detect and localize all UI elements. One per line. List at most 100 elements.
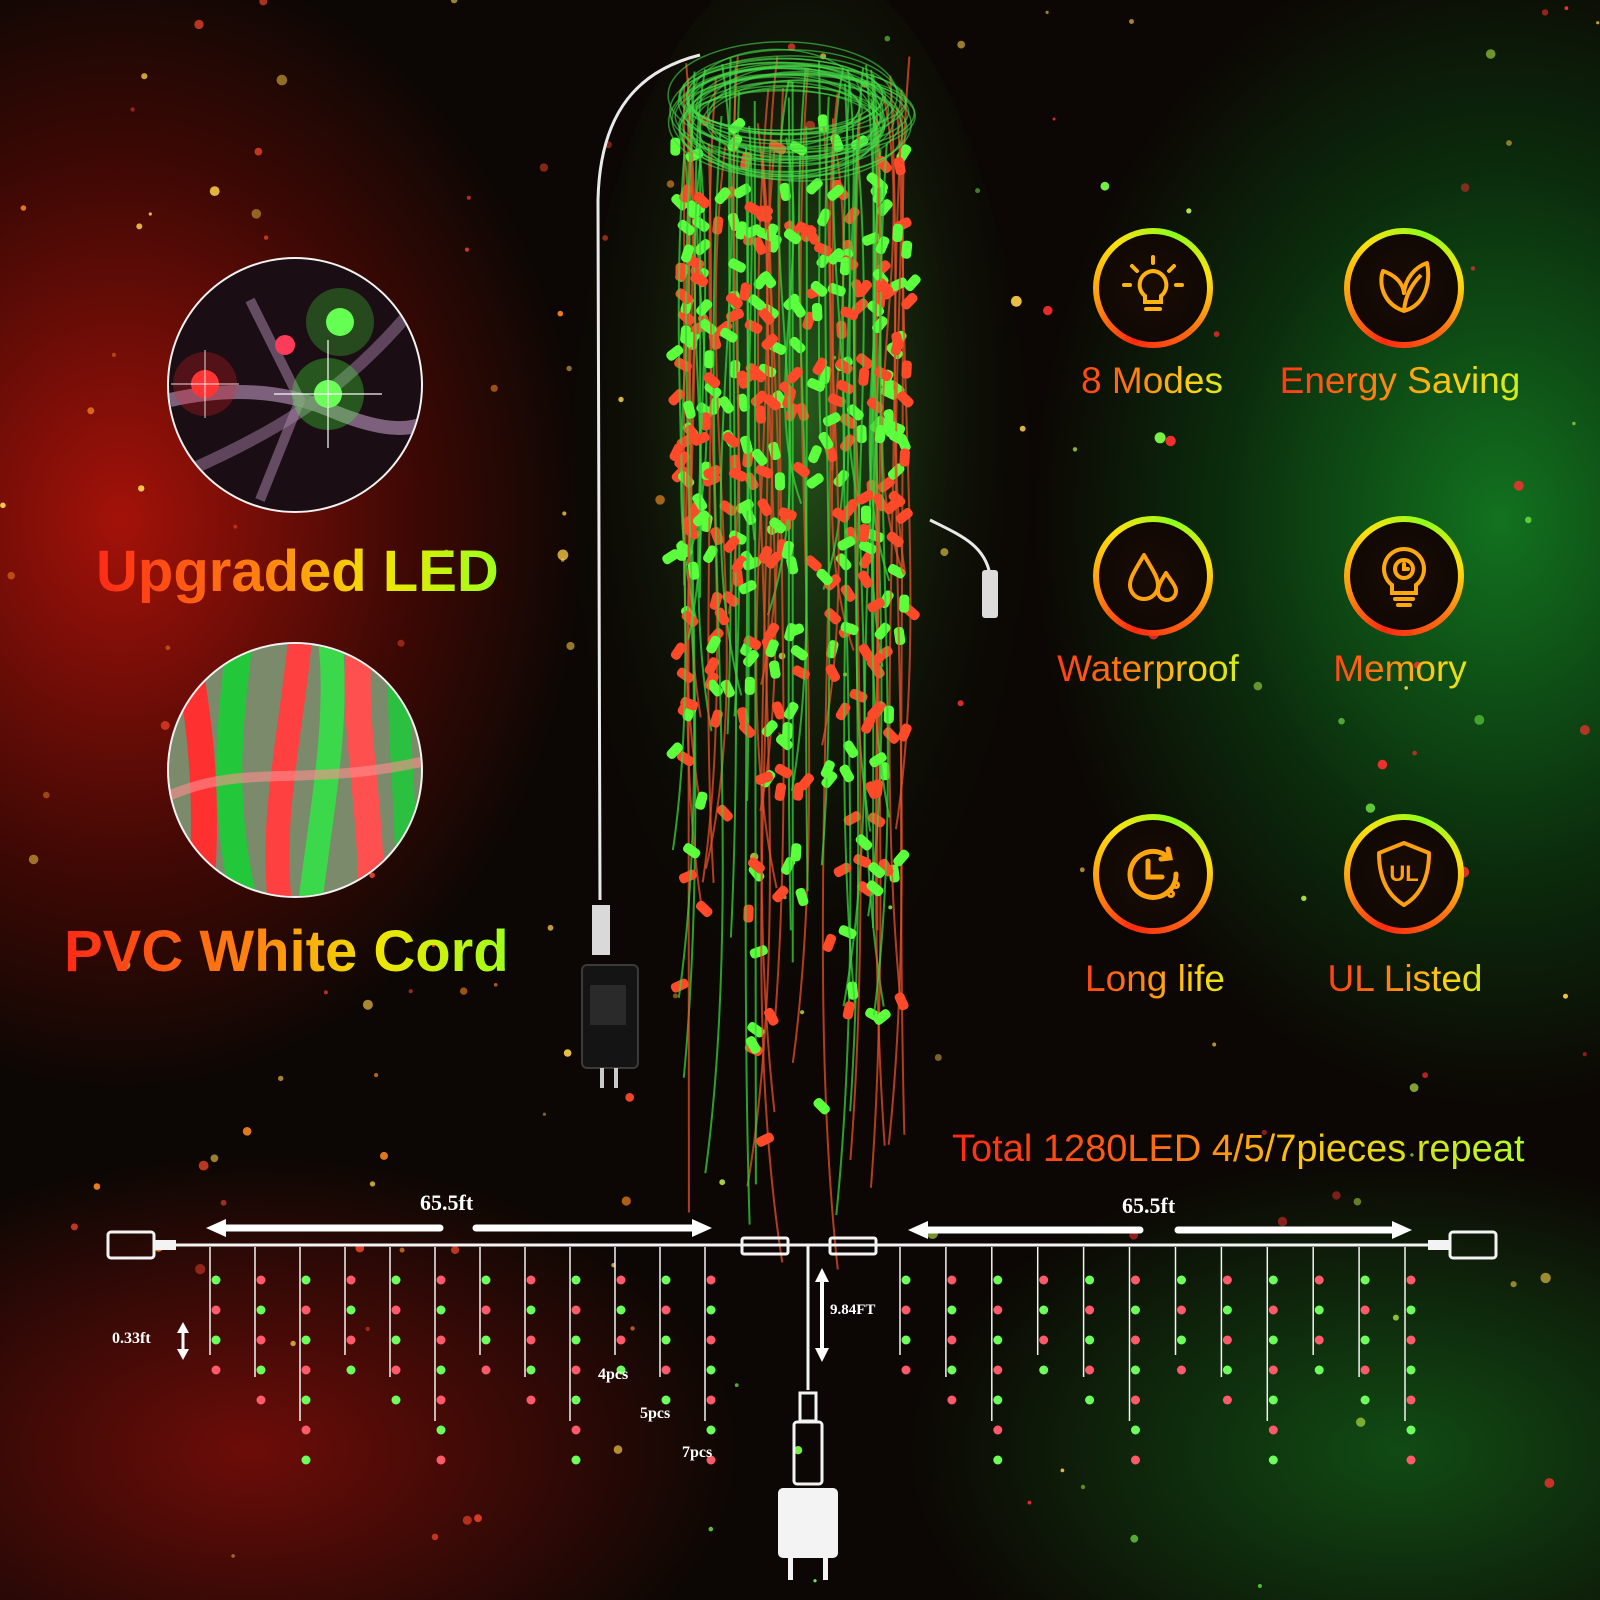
led-bulb xyxy=(875,281,894,297)
icicle-led xyxy=(436,1455,446,1465)
icicle-led xyxy=(1131,1425,1140,1435)
icicle-led xyxy=(706,1305,716,1315)
sparkle xyxy=(233,524,238,529)
sparkle xyxy=(1377,759,1388,770)
light-strand xyxy=(887,140,903,1145)
icicle-led xyxy=(1177,1335,1186,1345)
led-bulb xyxy=(869,752,887,768)
led-bulb xyxy=(761,333,778,350)
sparkle xyxy=(263,235,269,240)
icicle-led xyxy=(436,1425,446,1435)
led-bulb xyxy=(675,262,686,281)
led-bulb xyxy=(867,702,884,720)
led-bulb xyxy=(783,293,800,311)
icicle-led xyxy=(993,1425,1003,1435)
icicle-led xyxy=(436,1365,446,1375)
led-bulb xyxy=(786,623,805,638)
light-strand xyxy=(821,93,840,746)
wire-bundle xyxy=(677,48,901,154)
icicle-led xyxy=(481,1335,491,1345)
led-bulb xyxy=(716,804,733,822)
icicle-led xyxy=(1360,1275,1370,1285)
led-bulb xyxy=(899,594,910,613)
icicle-led xyxy=(706,1455,716,1465)
sparkle xyxy=(195,1264,206,1275)
icicle-led xyxy=(1268,1425,1278,1435)
light-strand xyxy=(849,113,862,1161)
led-bulb xyxy=(837,536,856,551)
light-strand xyxy=(843,83,856,1004)
sparkle xyxy=(719,1179,726,1186)
sparkle xyxy=(1365,803,1376,813)
sparkle xyxy=(625,1093,635,1102)
icicle-led xyxy=(1314,1365,1324,1375)
wire-bundle xyxy=(687,84,884,167)
feature-label-long-life: Long life xyxy=(1050,958,1260,1000)
sparkle xyxy=(1422,1072,1428,1079)
led-bulb xyxy=(695,900,713,918)
led-bulb xyxy=(808,445,822,464)
led-bulb xyxy=(755,464,774,479)
led-bulb xyxy=(725,292,743,309)
icicle-led xyxy=(993,1335,1003,1345)
icicle-led xyxy=(901,1275,911,1285)
sparkle xyxy=(451,1245,460,1255)
icicle-led xyxy=(1360,1335,1370,1345)
led-bulb xyxy=(709,591,723,611)
lightbulb-icon xyxy=(1093,228,1213,348)
led-bulb xyxy=(780,856,796,875)
icicle-led xyxy=(616,1365,626,1375)
sparkle xyxy=(1541,9,1549,16)
led-bulb xyxy=(728,530,747,545)
sparkle xyxy=(1510,1281,1517,1288)
icicle-led xyxy=(1314,1305,1324,1315)
sparkle xyxy=(1100,181,1110,191)
sparkle xyxy=(148,212,152,216)
led-bulb xyxy=(820,760,835,779)
sparkle xyxy=(462,1515,472,1525)
icicle-led xyxy=(571,1335,581,1345)
led-bulb xyxy=(858,643,874,662)
sparkle xyxy=(397,639,405,647)
sparkle xyxy=(1582,1052,1587,1057)
led-bulb xyxy=(795,887,809,907)
led-bulb xyxy=(699,319,717,335)
icicle-led xyxy=(211,1275,221,1285)
drop-spacing-arrow xyxy=(177,1322,189,1360)
sparkle xyxy=(734,1383,739,1387)
icicle-led xyxy=(391,1305,401,1315)
icicle-led xyxy=(661,1395,671,1405)
led-bulb xyxy=(677,219,695,236)
led-bulb xyxy=(703,465,722,479)
led-bulb xyxy=(772,885,789,903)
led-bulb xyxy=(856,279,873,297)
sparkle xyxy=(276,74,288,86)
led-bulb xyxy=(764,1007,779,1026)
led-bulb xyxy=(728,467,747,482)
icicle-led xyxy=(301,1365,311,1375)
led-bulb xyxy=(751,448,768,466)
icicle-led xyxy=(526,1305,536,1315)
sparkle xyxy=(1129,19,1134,24)
led-bulb xyxy=(821,771,838,789)
sparkle xyxy=(1404,686,1408,690)
icicle-led xyxy=(1268,1305,1278,1315)
led-bulb xyxy=(817,208,832,227)
icicle-led xyxy=(1177,1305,1186,1315)
sparkle xyxy=(1513,480,1524,491)
icicle-led xyxy=(256,1305,266,1315)
led-bulb xyxy=(691,431,710,446)
feature-label-memory: Memory xyxy=(1300,648,1500,690)
led-bulb xyxy=(810,280,828,297)
icicle-led xyxy=(1406,1305,1416,1315)
sparkle xyxy=(1470,266,1476,271)
icicle-led xyxy=(1085,1275,1095,1285)
sparkle xyxy=(566,365,572,372)
sparkle xyxy=(1301,895,1307,901)
led-bulb xyxy=(757,498,773,517)
led-bulb xyxy=(839,764,855,783)
icicle-led xyxy=(1360,1365,1370,1375)
sparkle xyxy=(474,1514,482,1523)
led-bulb xyxy=(904,274,921,292)
